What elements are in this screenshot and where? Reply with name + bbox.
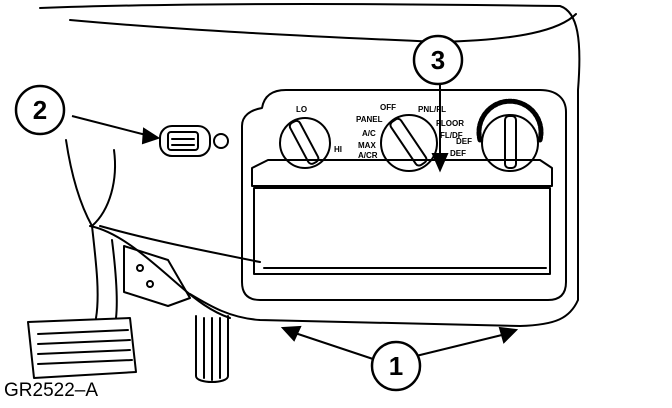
brake-pedal: [27, 317, 137, 379]
mode-max-label: MAX: [358, 141, 376, 150]
storage-bin-lid[interactable]: [251, 159, 553, 187]
callout-2: 2: [33, 95, 47, 125]
pedal-tread-3: [37, 349, 131, 355]
fan-hi-label: HI: [334, 145, 342, 154]
callout-2-circle: [14, 84, 66, 136]
mode-off-label: OFF: [380, 103, 396, 112]
fan-speed-knob[interactable]: [279, 117, 331, 169]
mode-acr-label: A/CR: [358, 151, 378, 160]
figure-id: GR2522–A: [4, 380, 98, 401]
mode-selector-knob[interactable]: [380, 114, 438, 172]
mode-knob-grip: [389, 117, 428, 167]
pedal-tread: [37, 329, 129, 335]
mode-panel-label: PANEL: [356, 115, 383, 124]
steering-column-shroud: [89, 225, 231, 319]
temperature-knob-grip: [504, 115, 517, 169]
callout-1: 1: [389, 351, 403, 381]
pedal-tread-2: [37, 339, 131, 345]
mode-floor-label: FLOOR: [436, 119, 464, 128]
mode-pnlfl-label: PNL/FL: [418, 105, 446, 114]
arrowhead-1b: [498, 326, 519, 344]
storage-bin: [253, 187, 551, 275]
bracket-bolt-2: [146, 280, 154, 288]
leader-line-1b: [415, 333, 507, 357]
aux-switch-housing: [159, 125, 211, 157]
pedal-tread-4: [37, 359, 133, 365]
pedal-arm-2: [111, 239, 118, 319]
dashboard-outer-contour: [39, 3, 581, 327]
temperature-knob[interactable]: [481, 114, 539, 172]
aux-indicator-light: [213, 133, 229, 149]
mode-fldf-label: FL/DF: [440, 131, 463, 140]
column-left-edge-2: [91, 149, 116, 227]
temp-def-label: DEF: [456, 137, 472, 146]
fan-knob-grip: [288, 119, 320, 165]
temperature-scale: [476, 98, 544, 143]
mode-ac-label: A/C: [362, 129, 376, 138]
column-left-edge: [65, 139, 93, 227]
mode-def-label: DEF: [450, 149, 466, 158]
leader-line-1a: [291, 331, 377, 361]
dashboard-lower-edge: [99, 225, 261, 263]
callout-3-circle: [412, 34, 464, 86]
bracket-bolt: [136, 264, 144, 272]
dashboard-upper-contour: [69, 13, 577, 43]
arrowhead-2: [141, 127, 161, 145]
control-bezel: [241, 89, 567, 301]
floor-lever: [195, 315, 229, 383]
aux-switch-rocker[interactable]: [167, 131, 199, 151]
arrowhead-3: [431, 153, 449, 173]
fan-lo-label: LO: [296, 105, 307, 114]
pedal-arm: [91, 225, 99, 319]
leader-line-2: [71, 115, 151, 137]
callout-1-circle: [370, 340, 422, 392]
callout-3: 3: [431, 45, 445, 75]
arrowhead-1a: [280, 325, 302, 342]
column-bracket: [123, 245, 191, 307]
